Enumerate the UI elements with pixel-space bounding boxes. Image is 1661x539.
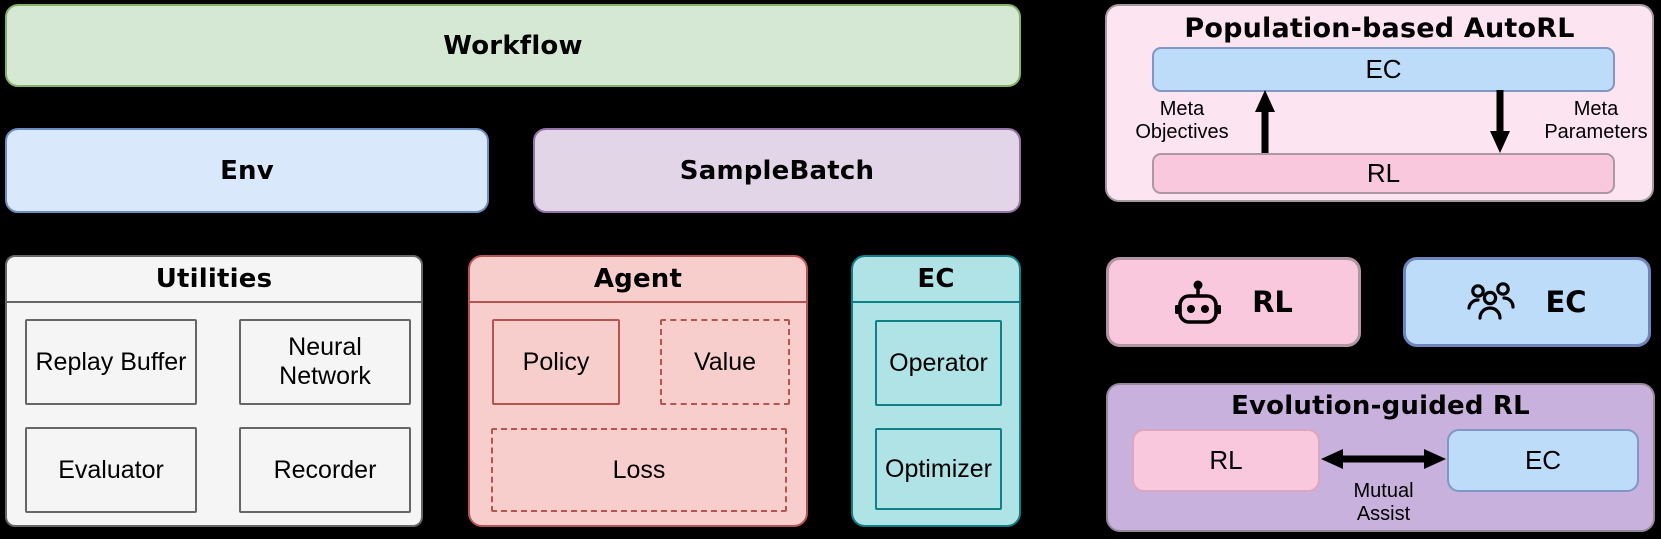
operator-label: Operator — [889, 348, 988, 377]
evo-panel: Evolution-guided RL RL EC Mutual Assist — [1106, 383, 1655, 532]
samplebatch-label: SampleBatch — [679, 155, 875, 186]
evo-ec-box: EC — [1447, 429, 1639, 492]
mutual-assist-arrow — [1321, 449, 1446, 469]
down-arrow — [1490, 90, 1510, 153]
evo-rl-box: RL — [1132, 429, 1320, 492]
ec-panel-header: EC — [853, 257, 1019, 303]
recorder-label: Recorder — [273, 455, 377, 484]
replay-buffer-label: Replay Buffer — [35, 347, 187, 376]
utilities-header: Utilities — [7, 257, 421, 303]
evo-ec-label: EC — [1524, 445, 1562, 475]
ec-panel-title: EC — [917, 264, 955, 294]
meta-parameters-line2: Parameters — [1544, 121, 1648, 143]
neural-network-box: Neural Network — [239, 319, 411, 405]
ec-chip: EC — [1403, 257, 1651, 347]
mutual-line1: Mutual — [1353, 480, 1414, 502]
utilities-panel: Utilities Replay Buffer Neural Network E… — [5, 255, 423, 527]
loss-box: Loss — [491, 428, 787, 512]
meta-objectives-label: Meta Objectives — [1117, 98, 1247, 144]
neural-network-label: Neural Network — [279, 333, 371, 390]
autorl-ec-bar: EC — [1152, 47, 1615, 92]
agent-panel: Agent Policy Value Loss — [468, 255, 808, 527]
up-arrow — [1255, 90, 1275, 153]
meta-parameters-label: Meta Parameters — [1531, 98, 1661, 144]
mutual-assist-label: Mutual Assist — [1320, 480, 1447, 526]
rl-chip: RL — [1106, 257, 1361, 347]
value-box: Value — [660, 319, 790, 405]
ec-chip-label: EC — [1545, 285, 1587, 319]
policy-box: Policy — [492, 319, 620, 405]
evaluator-label: Evaluator — [58, 455, 164, 484]
autorl-rl-bar: RL — [1152, 153, 1615, 194]
evo-title: Evolution-guided RL — [1231, 391, 1530, 421]
optimizer-label: Optimizer — [885, 454, 992, 483]
meta-parameters-line1: Meta — [1573, 98, 1619, 120]
workflow-box: Workflow — [5, 4, 1021, 87]
env-label: Env — [220, 155, 274, 186]
ec-panel: EC Operator Optimizer — [851, 255, 1021, 527]
autorl-title: Population-based AutoRL — [1184, 13, 1575, 44]
meta-objectives-line1: Meta — [1159, 98, 1205, 120]
agent-title: Agent — [593, 264, 683, 294]
recorder-box: Recorder — [239, 427, 411, 513]
workflow-label: Workflow — [443, 30, 583, 61]
users-icon — [1467, 282, 1516, 320]
agent-header: Agent — [470, 257, 806, 303]
autorl-ec-label: EC — [1365, 54, 1402, 84]
value-label: Value — [693, 347, 757, 376]
rl-chip-label: RL — [1252, 285, 1293, 319]
autorl-panel: Population-based AutoRL EC RL Meta Objec… — [1105, 4, 1654, 202]
replay-buffer-box: Replay Buffer — [25, 319, 197, 405]
loss-label: Loss — [612, 455, 666, 484]
mutual-line2: Assist — [1356, 503, 1411, 525]
evo-rl-label: RL — [1209, 445, 1243, 475]
robot-icon — [1175, 280, 1222, 324]
autorl-rl-label: RL — [1366, 158, 1401, 188]
env-box: Env — [5, 128, 489, 213]
evaluator-box: Evaluator — [25, 427, 197, 513]
samplebatch-box: SampleBatch — [533, 128, 1021, 213]
meta-objectives-line2: Objectives — [1135, 121, 1229, 143]
utilities-title: Utilities — [155, 264, 273, 294]
optimizer-box: Optimizer — [875, 428, 1002, 510]
operator-box: Operator — [875, 320, 1002, 406]
policy-label: Policy — [522, 347, 590, 376]
